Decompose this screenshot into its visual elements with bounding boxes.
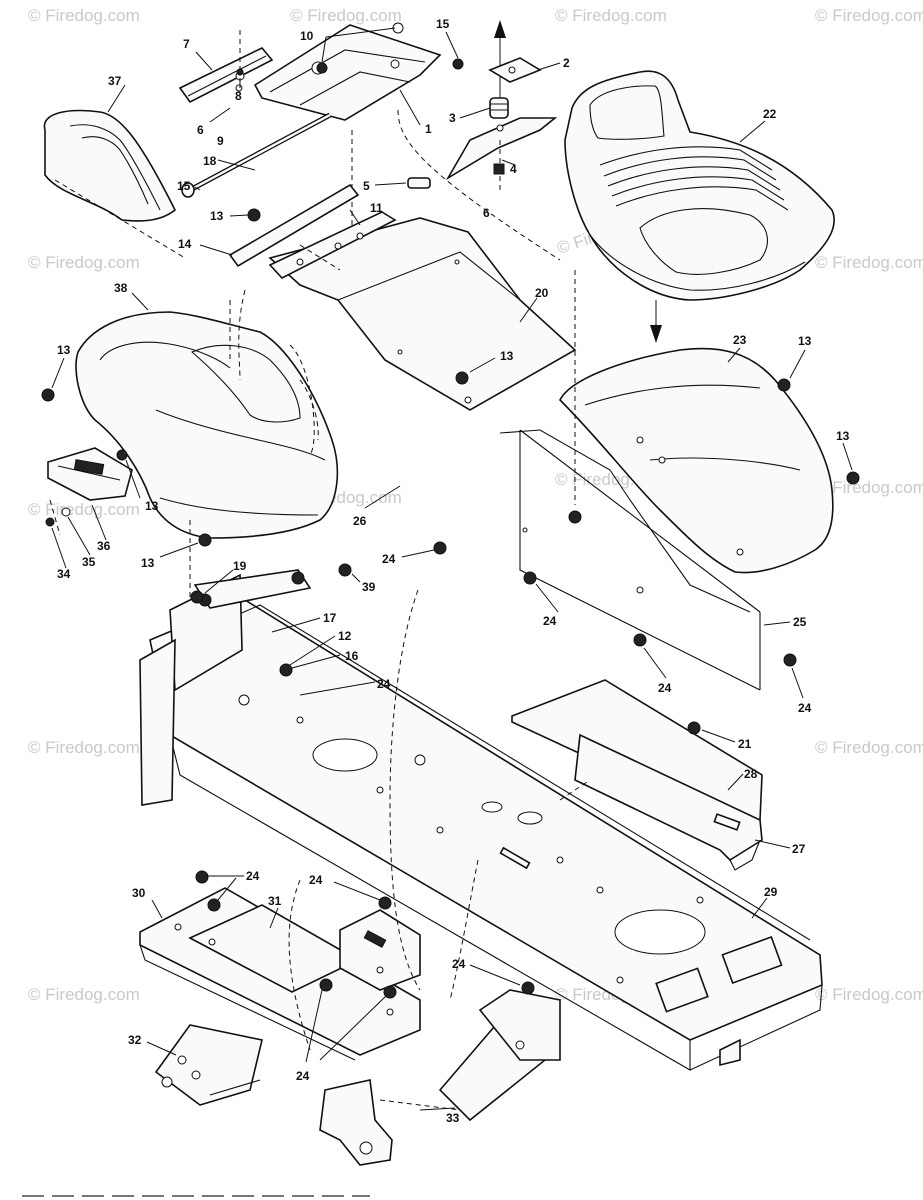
callout-30: 30 (132, 886, 146, 900)
callout-16: 24 (377, 677, 391, 691)
callout-13: 13 (500, 349, 514, 363)
callout-5: 5 (363, 179, 370, 193)
callout-13: 13 (210, 209, 224, 223)
callout-32: 32 (128, 1033, 142, 1047)
seat (564, 70, 835, 301)
callout-1: 1 (425, 122, 432, 136)
callout-39: 39 (362, 580, 376, 594)
rear-fender-right (559, 347, 834, 574)
callout-24: 24 (382, 552, 396, 566)
callout-2: 2 (563, 56, 570, 70)
callout-24: 24 (543, 614, 557, 628)
callout-24: 24 (658, 681, 672, 695)
callout-12: 12 (338, 629, 352, 643)
callout-6: 6 (483, 206, 490, 220)
rear-fender-left (75, 311, 339, 539)
callout-24: 24 (309, 873, 323, 887)
shift-console-cover (43, 109, 186, 259)
callout-20: 20 (535, 286, 549, 300)
callout-26: 26 (353, 514, 367, 528)
callout-23: 23 (733, 333, 747, 347)
seat-spring-assembly (407, 57, 558, 190)
callout-3: 3 (449, 111, 456, 125)
callout-38: 38 (114, 281, 128, 295)
callout-15: 15 (436, 17, 450, 31)
fender-mount-bracket (228, 183, 397, 279)
direction-arrow-down (650, 300, 662, 343)
callout-31: 31 (268, 894, 282, 908)
floor-support-panel (189, 300, 761, 691)
callout-37: 37 (108, 74, 122, 88)
callout-33: 33 (446, 1111, 460, 1125)
callout-13: 13 (141, 556, 155, 570)
callout-24: 24 (296, 1069, 310, 1083)
callout-29: 29 (764, 885, 778, 899)
callout-24: 24 (246, 869, 260, 883)
callout-27: 27 (792, 842, 806, 856)
callout-25: 25 (793, 615, 807, 629)
rear-shield (47, 447, 133, 536)
callout-labels: 7 10 15 2 37 8 3 6 9 1 22 18 4 5 15 6 13… (57, 17, 850, 1125)
front-hitch-bracket (154, 1024, 263, 1106)
callout-17: 17 (323, 611, 337, 625)
fasteners (41, 62, 860, 999)
callout-18: 18 (203, 154, 217, 168)
seat-hinge-bracket (178, 22, 464, 300)
callout-24: 24 (452, 957, 466, 971)
callout-24: 16 (345, 649, 359, 663)
direction-arrow-up (494, 20, 506, 98)
callout-21: 21 (738, 737, 752, 751)
center-fender-panel (268, 217, 577, 411)
callout-7: 7 (183, 37, 190, 51)
axle-support (319, 989, 561, 1166)
pivot-bracket (339, 909, 421, 991)
callout-13: 13 (57, 343, 71, 357)
callout-19: 19 (233, 559, 247, 573)
callout-36: 36 (97, 539, 111, 553)
main-frame (139, 569, 823, 1071)
callout-10: 10 (300, 29, 314, 43)
callout-35: 35 (82, 555, 96, 569)
callout-11: 11 (370, 201, 383, 215)
callout-13: 13 (836, 429, 850, 443)
callout-4: 4 (510, 162, 517, 176)
callout-13: 13 (798, 334, 812, 348)
rear-plate (511, 679, 763, 871)
callout-8: 8 (235, 89, 242, 103)
callout-13: 13 (145, 499, 159, 513)
callout-22: 22 (763, 107, 777, 121)
callout-34: 34 (57, 567, 71, 581)
callout-9: 9 (217, 134, 224, 148)
callout-14: 14 (178, 237, 192, 251)
callout-28: 28 (744, 767, 758, 781)
leader-lines (51, 27, 853, 1111)
callout-24: 24 (798, 701, 812, 715)
callout-6: 6 (197, 123, 204, 137)
hinge-rod (181, 112, 332, 198)
callout-15: 15 (177, 179, 191, 193)
assembly-lines (238, 109, 576, 1051)
